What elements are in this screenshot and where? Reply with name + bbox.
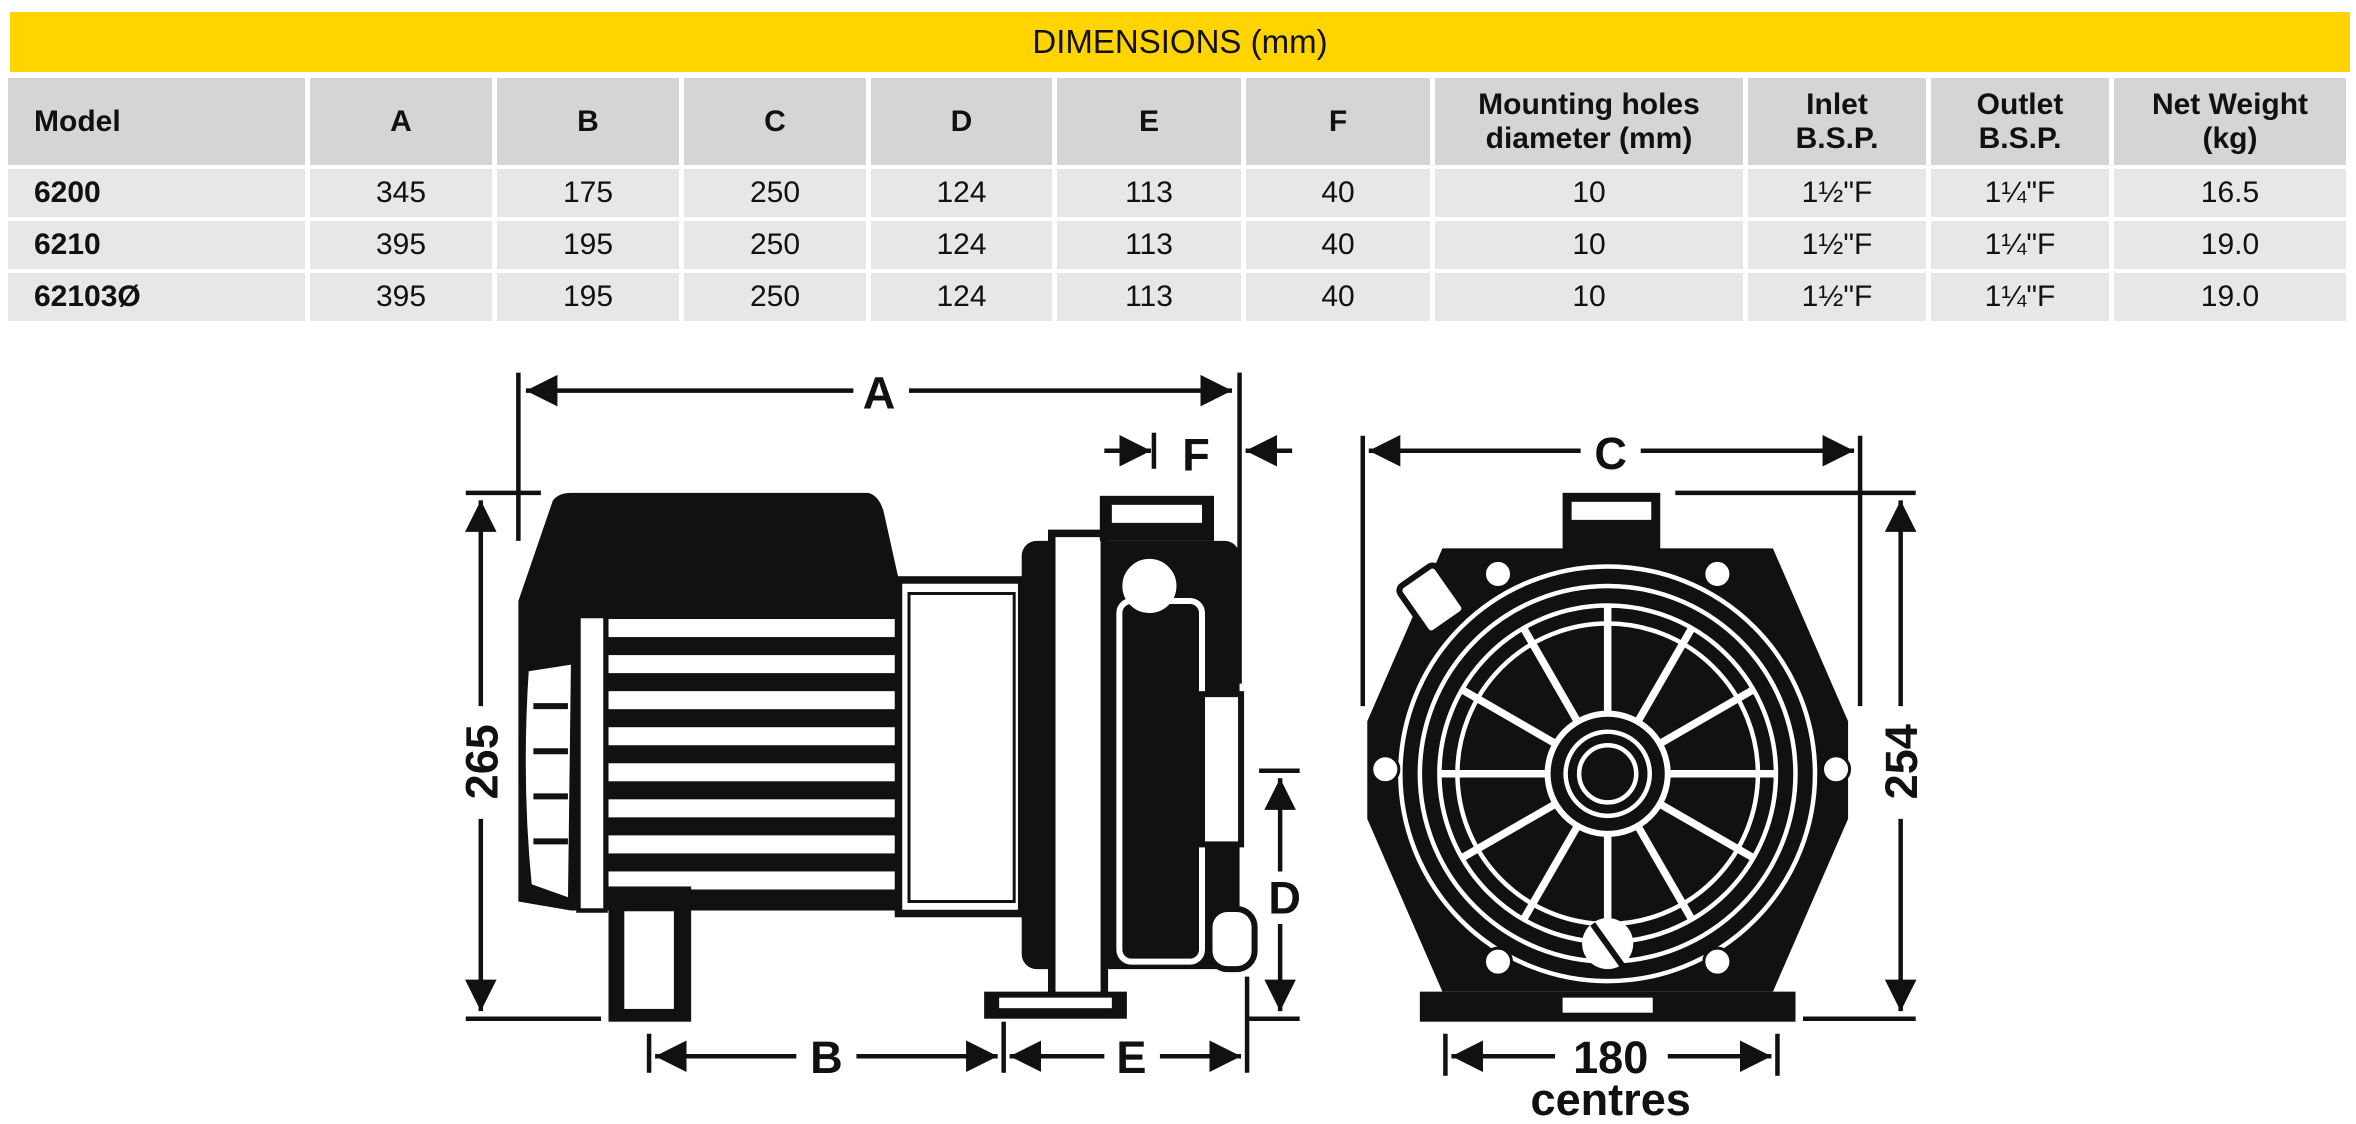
table-cell: 1¼"F xyxy=(1931,169,2109,217)
dimension-label-d: D xyxy=(1268,873,1301,924)
column-header: F xyxy=(1246,78,1430,165)
table-cell: 1¼"F xyxy=(1931,273,2109,321)
table-cell: 395 xyxy=(310,273,492,321)
impeller-spoke xyxy=(1520,626,1581,724)
dimension-label-f: F xyxy=(1182,429,1210,480)
table-cell: 250 xyxy=(684,169,866,217)
model-cell: 62103Ø xyxy=(8,273,305,321)
table-cell: 113 xyxy=(1057,273,1241,321)
column-header: A xyxy=(310,78,492,165)
impeller-spoke xyxy=(1657,686,1756,747)
impeller-spoke xyxy=(1634,823,1696,922)
table-cell: 10 xyxy=(1435,169,1743,217)
column-header: B xyxy=(497,78,679,165)
table-cell: 10 xyxy=(1435,273,1743,321)
table-cell: 395 xyxy=(310,221,492,269)
table-cell: 1¼"F xyxy=(1931,221,2109,269)
column-header: Net Weight(kg) xyxy=(2114,78,2346,165)
dimension-label-b: B xyxy=(810,1032,843,1083)
impeller-spoke xyxy=(1460,686,1558,747)
model-cell: 6210 xyxy=(8,221,305,269)
model-cell: 6200 xyxy=(8,169,305,217)
table-cell: 1½"F xyxy=(1748,169,1926,217)
table-cell: 124 xyxy=(871,221,1052,269)
dimension-label-254: 254 xyxy=(1876,724,1927,799)
table-cell: 1½"F xyxy=(1748,221,1926,269)
impeller-spoke xyxy=(1657,800,1756,862)
table-cell: 195 xyxy=(497,273,679,321)
column-header: D xyxy=(871,78,1052,165)
dimension-label-centres: centres xyxy=(1531,1074,1691,1124)
table-title: DIMENSIONS (mm) xyxy=(1032,23,1328,60)
dimension-label-180: 180 xyxy=(1573,1032,1648,1083)
dimension-label-e: E xyxy=(1116,1032,1146,1083)
table-cell: 124 xyxy=(871,169,1052,217)
table-cell: 113 xyxy=(1057,169,1241,217)
table-cell: 19.0 xyxy=(2114,273,2346,321)
table-title-banner: DIMENSIONS (mm) xyxy=(10,12,2350,72)
impeller-spoke xyxy=(1460,800,1558,862)
dimension-label-a: A xyxy=(863,368,896,419)
table-cell: 345 xyxy=(310,169,492,217)
table-cell: 1½"F xyxy=(1748,273,1926,321)
table-cell: 195 xyxy=(497,221,679,269)
table-cell: 19.0 xyxy=(2114,221,2346,269)
table-cell: 175 xyxy=(497,169,679,217)
table-cell: 113 xyxy=(1057,221,1241,269)
table-cell: 250 xyxy=(684,221,866,269)
table-cell: 40 xyxy=(1246,221,1430,269)
table-cell: 250 xyxy=(684,273,866,321)
table-cell: 40 xyxy=(1246,169,1430,217)
column-header: E xyxy=(1057,78,1241,165)
pump-side-view xyxy=(518,492,1258,1022)
dimension-label-265: 265 xyxy=(456,724,507,799)
column-header: C xyxy=(684,78,866,165)
pump-front-view xyxy=(1367,492,1852,1022)
column-header: Model xyxy=(8,78,305,165)
table-cell: 10 xyxy=(1435,221,1743,269)
dimension-label-c: C xyxy=(1594,428,1627,479)
table-cell: 16.5 xyxy=(2114,169,2346,217)
impeller-spoke xyxy=(1634,626,1696,724)
impeller-spoke xyxy=(1520,823,1581,922)
table-cell: 124 xyxy=(871,273,1052,321)
table-cell: 40 xyxy=(1246,273,1430,321)
